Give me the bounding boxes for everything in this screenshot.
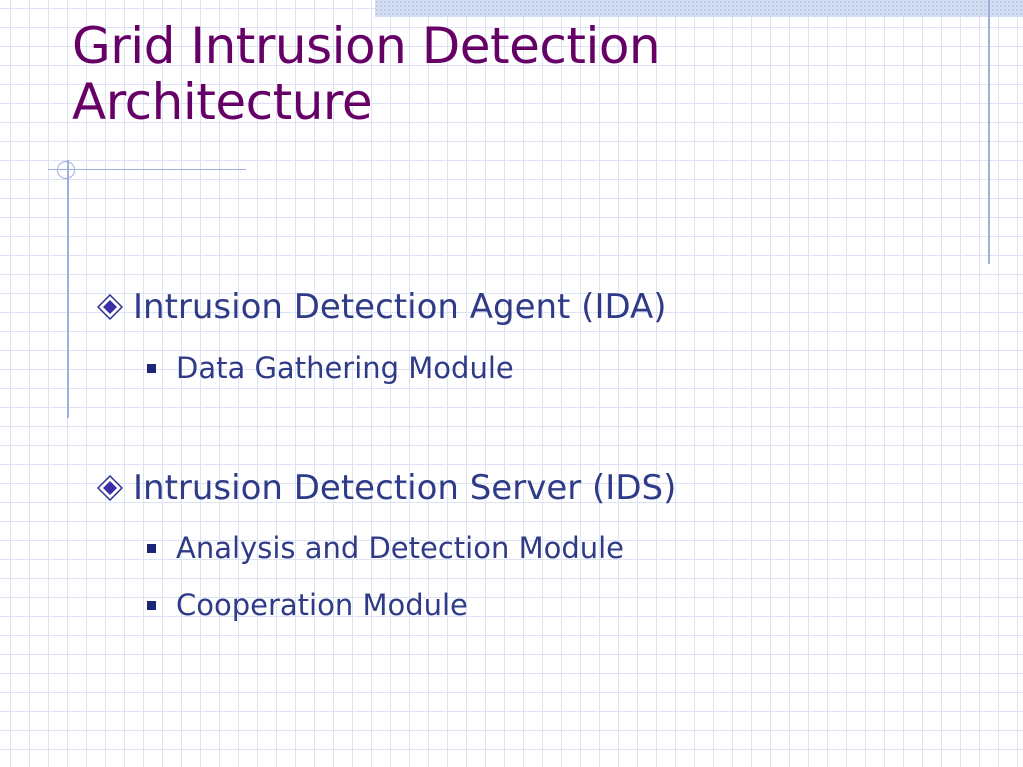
left-accent-line (67, 160, 69, 418)
bullet-text: Intrusion Detection Agent (IDA) (133, 287, 667, 327)
bullet-item: Intrusion Detection Server (IDS) (97, 468, 676, 508)
sub-bullet-text: Analysis and Detection Module (176, 531, 625, 565)
square-bullet-icon (147, 543, 156, 553)
diamond-bullet-icon (97, 475, 123, 501)
sub-bullet-item: Cooperation Module (147, 588, 468, 622)
square-bullet-icon (147, 600, 156, 610)
sub-bullet-text: Cooperation Module (176, 588, 468, 622)
slide-title-line-1: Grid Intrusion Detection (72, 17, 661, 75)
slide-title: Grid Intrusion Detection Architecture (72, 18, 872, 130)
title-underline (48, 169, 246, 170)
right-accent-line (988, 0, 990, 264)
top-decorative-band (375, 0, 1023, 17)
bullet-item: Intrusion Detection Agent (IDA) (97, 287, 667, 327)
sub-bullet-item: Analysis and Detection Module (147, 531, 624, 565)
title-accent-circle (57, 161, 75, 179)
sub-bullet-text: Data Gathering Module (176, 351, 514, 385)
bullet-text: Intrusion Detection Server (IDS) (133, 468, 677, 508)
sub-bullet-item: Data Gathering Module (147, 351, 514, 385)
slide-title-line-2: Architecture (72, 73, 373, 131)
diamond-bullet-icon (97, 294, 123, 320)
square-bullet-icon (147, 363, 156, 373)
